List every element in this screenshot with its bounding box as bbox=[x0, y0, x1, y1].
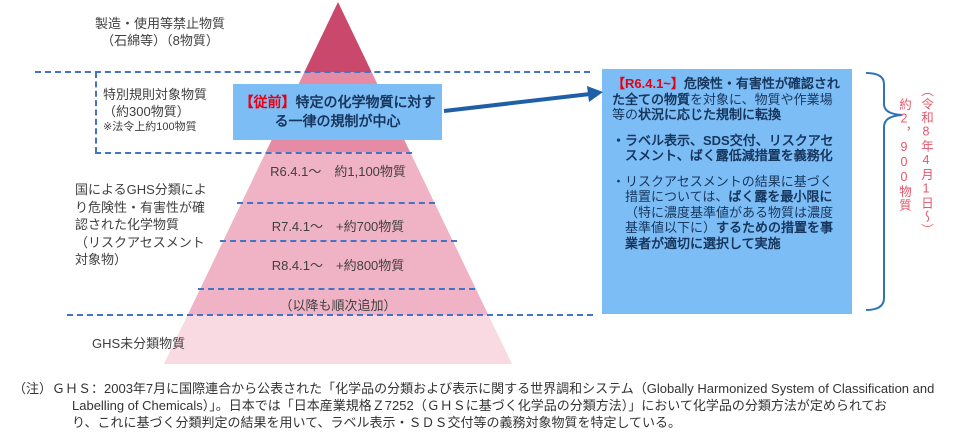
dashed-line-special-box-left bbox=[95, 72, 97, 153]
after-regulation-box: 【R6.4.1~】危険性・有害性が確認された全ての物質を対象に、物質や作業場等の… bbox=[602, 69, 852, 314]
dashed-line-r8-later bbox=[198, 288, 475, 290]
label-special-rules-text: 特別規則対象物質 （約300物質） bbox=[103, 87, 208, 119]
dashed-line-tier3-tier4 bbox=[67, 314, 593, 316]
label-banned-substances: 製造・使用等禁止物質 （石綿等）（8物質） bbox=[94, 16, 225, 48]
annotation-total-substances: （令和8年4月1日～） 約2，900物質 bbox=[893, 84, 937, 324]
label-special-rules-substances: 特別規則対象物質 （約300物質） ※法令上約100物質 bbox=[103, 86, 238, 134]
after-regulation-bullet-obligations: ・ラベル表示、SDS交付、リスクアセスメント、ばく露低減措置を義務化 bbox=[612, 132, 834, 164]
annotation-count-column: 約2，900物質 bbox=[897, 98, 911, 212]
pyramid-tier-ghs-classified bbox=[187, 152, 489, 315]
pyramid-tier-ghs-unclassified bbox=[164, 315, 512, 364]
before-regulation-box: 【従前】特定の化学物質に対する一律の規制が中心 bbox=[233, 84, 442, 140]
schedule-row-r7: R7.4.1～ +約700物質 bbox=[271, 219, 405, 234]
label-special-rules-note: ※法令上約100物質 bbox=[103, 121, 197, 133]
label-ghs-classified-substances: 国によるGHS分類によ り危険性・有害性が確 認された化学物質 （リスクアセスメ… bbox=[75, 182, 207, 267]
after-regulation-intro: 【R6.4.1~】危険性・有害性が確認された全ての物質を対象に、物質や作業場等の… bbox=[612, 76, 840, 122]
schedule-row-r8: R8.4.1～ +約800物質 bbox=[271, 258, 405, 273]
schedule-row-r6: R6.4.1～ 約1,100物質 bbox=[270, 164, 406, 179]
dashed-line-tier2-tier3 bbox=[95, 152, 412, 154]
dashed-line-tier1-tier2 bbox=[35, 71, 590, 73]
after-regulation-bullet-measures: ・リスクアセスメントの結果に基づく措置については、ばく露を最小限に（特に濃度基準… bbox=[612, 173, 834, 251]
dashed-line-r7-r8 bbox=[220, 240, 457, 242]
pyramid-tier-banned bbox=[304, 2, 372, 72]
ghs-footnote: （注）ＧＨＳ：2003年7月に国際連合から公表された「化学品の分類および表示に関… bbox=[13, 381, 935, 430]
before-regulation-text: 【従前】特定の化学物質に対する一律の規制が中心 bbox=[239, 94, 436, 129]
schedule-row-later: （以降も順次追加） bbox=[279, 298, 397, 313]
dashed-line-r6-r7 bbox=[237, 202, 435, 204]
label-ghs-unclassified-substances: GHS未分類物質 bbox=[92, 336, 186, 351]
annotation-date-column: （令和8年4月1日～） bbox=[919, 84, 933, 237]
